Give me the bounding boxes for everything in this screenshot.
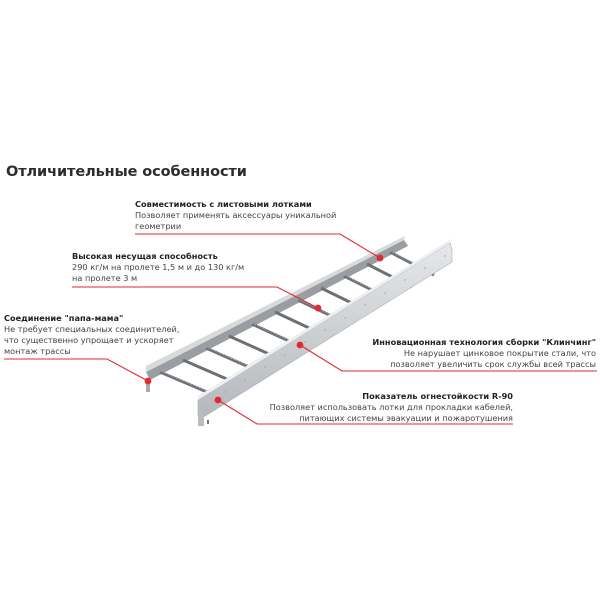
callout-sheet-tray-compatibility: Совместимость с листовыми лотками Позвол…	[135, 199, 355, 232]
callout-title: Совместимость с листовыми лотками	[135, 199, 312, 209]
callout-text-line: геометрии	[135, 221, 182, 231]
marker-dot-icon	[314, 304, 322, 312]
marker-dot-icon	[296, 341, 304, 349]
callout-high-load-capacity: Высокая несущая способность 290 кг/м на …	[72, 251, 292, 284]
callout-title: Инновационная технология сборки "Клинчин…	[372, 337, 596, 347]
callout-text-line: Позволяет использовать лотки для проклад…	[269, 402, 513, 412]
callout-text-line: позволяет увеличить срок службы всей тра…	[390, 359, 596, 369]
callout-text-line: что существенно упрощает и ускоряет	[4, 335, 174, 345]
callout-title: Показатель огнестойкости R-90	[362, 391, 513, 401]
marker-dot-icon	[144, 377, 152, 385]
callout-clinching-technology: Инновационная технология сборки "Клинчин…	[356, 337, 596, 370]
callout-fire-resistance: Показатель огнестойкости R-90 Позволяет …	[253, 391, 513, 424]
marker-dot-icon	[214, 396, 222, 404]
callout-dots	[144, 254, 384, 404]
rail-perforations	[224, 255, 446, 393]
callout-title: Высокая несущая способность	[72, 251, 218, 261]
callout-text-line: Позволяет применять аксессуары уникально…	[135, 210, 337, 220]
page-title: Отличительные особенности	[6, 164, 247, 180]
callout-male-female-connection: Соединение "папа-мама" Не требует специа…	[4, 313, 184, 357]
callout-text-line: на пролете 3 м	[72, 273, 138, 283]
callout-leaders	[4, 233, 597, 425]
callout-text-line: монтаж трассы	[4, 346, 71, 356]
callout-text-line: Не нарушает цинковое покрытие стали, что	[403, 348, 596, 358]
callout-text-line: Не требует специальных соединителей,	[4, 324, 180, 334]
callout-title: Соединение "папа-мама"	[4, 313, 124, 323]
callout-text-line: питающих системы эвакуации и пожаротушен…	[299, 413, 513, 423]
marker-dot-icon	[376, 254, 384, 262]
callout-text-line: 290 кг/м на пролете 1,5 м и до 130 кг/м	[72, 262, 245, 272]
